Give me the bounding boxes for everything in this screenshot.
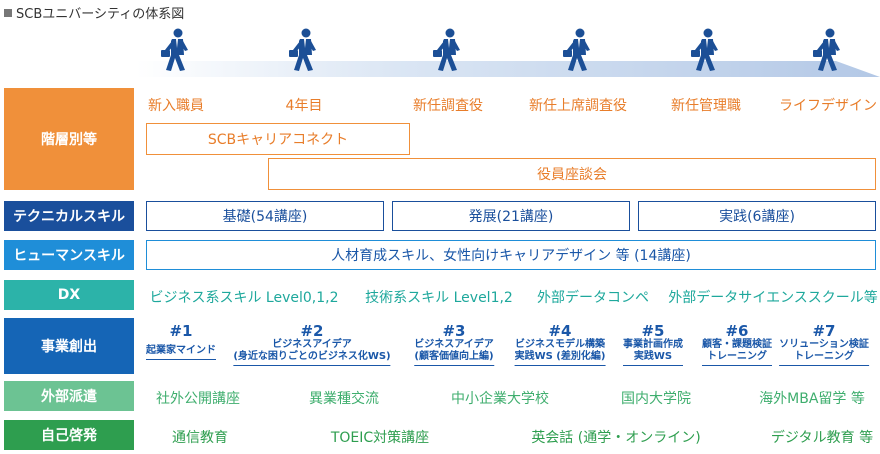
jigyo-step-underline [623,364,683,366]
haken-item: 異業種交流 [309,391,379,407]
jigyo-step: #1 起業家マインド [146,323,216,360]
category-kaiso: 階層別等 [4,88,134,190]
jigyo-step-subtitle: トレーニング [707,351,767,362]
jigyo-step-number: #2 [300,322,324,340]
dx-item: ビジネス系スキル Level0,1,2 [149,290,339,306]
technical-kiso-box: 基礎(54講座) [146,201,384,231]
jigyo-step-underline [414,364,494,366]
title-square-icon [4,8,12,17]
haken-item: 中小企業大学校 [451,391,549,407]
keihatsu-item: 通信教育 [172,430,228,446]
jigyo-step-underline [779,364,869,366]
jigyo-step-subtitle: 実践WS (差別化編) [514,351,606,362]
jigyo-step-subtitle: トレーニング [794,351,854,362]
technical-jissen-box: 実践(6講座) [638,201,876,231]
technical-hatten-box: 発展(21講座) [392,201,630,231]
walking-businessman-icon [156,28,196,74]
jigyo-step-title: 顧客・課題検証 [702,339,772,350]
jigyo-step-number: #7 [812,322,836,340]
walking-businessman-icon [284,28,324,74]
category-keihatsu: 自己啓発 [4,420,134,450]
jigyo-step-underline [233,364,391,366]
jigyo-step-title: ビジネスモデル構築 [514,339,605,350]
jigyo-step-title: 起業家マインド [146,345,216,356]
category-jigyo: 事業創出 [4,318,134,374]
haken-item: 社外公開講座 [156,391,240,407]
dx-item: 外部データサイエンススクール等 [668,290,878,306]
jigyo-step-number: #3 [442,322,466,340]
keihatsu-item: TOEIC対策講座 [330,430,430,446]
level-label: 新入職員 [148,98,204,114]
jigyo-step-title: 事業計画作成 [623,339,683,350]
yakuin-zadankai-box: 役員座談会 [268,158,876,190]
walking-businessman-icon [558,28,598,74]
jigyo-step-number: #1 [169,322,193,340]
jigyo-step-number: #6 [725,322,749,340]
jigyo-step-subtitle: 実践WS [633,351,673,362]
diagram-title: SCBユニバーシティの体系図 [4,3,184,22]
human-skill-box: 人材育成スキル、女性向けキャリアデザイン 等 (14講座) [146,240,876,270]
walking-businessman-icon [686,28,726,74]
level-label: ライフデザイン [779,98,877,114]
jigyo-step-title: ビジネスアイデア [414,339,494,350]
level-label: 新任調査役 [413,98,483,114]
walking-businessman-icon [808,28,848,74]
category-haken: 外部派遣 [4,381,134,411]
level-label: 新任上席調査役 [529,98,627,114]
category-technical: テクニカルスキル [4,201,134,231]
keihatsu-item: 英会話 (通学・オンライン) [531,430,701,446]
category-dx: DX [4,280,134,310]
walking-businessman-icon [428,28,468,74]
dx-item: 外部データコンペ [537,290,649,306]
jigyo-step-subtitle: (顧客価値向上編) [414,351,494,362]
jigyo-step-underline [702,364,772,366]
jigyo-step-number: #5 [641,322,665,340]
jigyo-step-title: ビジネスアイデア [272,339,352,350]
title-text: SCBユニバーシティの体系図 [16,7,185,22]
level-label: 新任管理職 [671,98,741,114]
jigyo-step-underline [514,364,606,366]
keihatsu-item: デジタル教育 等 [770,430,874,446]
haken-item: 国内大学院 [621,391,691,407]
jigyo-step-title: ソリューション検証 [779,339,869,350]
dx-item: 技術系スキル Level1,2 [365,290,513,306]
progress-arrow-band [136,58,880,80]
haken-item: 海外MBA留学 等 [759,391,865,407]
category-human: ヒューマンスキル [4,240,134,270]
level-label: 4年目 [285,98,323,114]
jigyo-step-underline [146,358,216,360]
career-connect-box: SCBキャリアコネクト [146,123,410,155]
jigyo-step-subtitle: (身近な困りごとのビジネス化WS) [233,351,391,362]
jigyo-step-number: #4 [548,322,572,340]
